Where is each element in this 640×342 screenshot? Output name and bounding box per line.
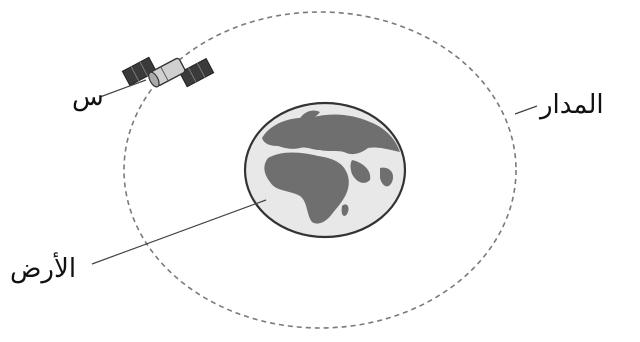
satellite-label: س	[72, 84, 104, 110]
satellite-leader-line	[100, 80, 146, 97]
earth-label: الأرض	[10, 256, 76, 282]
earth-leader-line	[92, 200, 266, 264]
orbit-leader-line	[515, 106, 537, 114]
satellite-icon	[122, 34, 213, 110]
earth-globe-icon	[245, 103, 405, 237]
orbit-label: المدار	[540, 92, 604, 118]
